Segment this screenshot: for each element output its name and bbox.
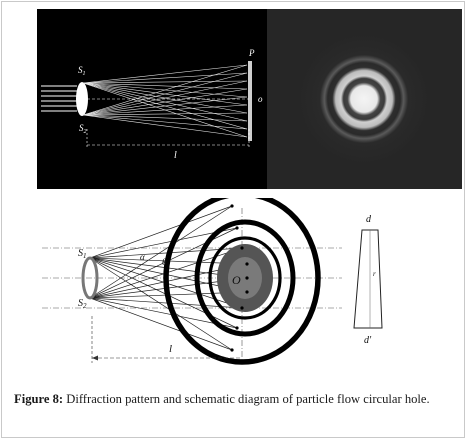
ray-line	[89, 205, 233, 299]
ray-line	[89, 247, 243, 259]
ray-arrowhead	[230, 348, 234, 352]
ray-line	[82, 64, 248, 84]
incoming-rays	[41, 85, 77, 112]
label-l: l	[169, 343, 172, 355]
ray-arrowhead	[245, 276, 249, 280]
diffraction-rays	[82, 64, 248, 138]
ray-arrowhead	[240, 246, 244, 250]
ray-line	[82, 72, 248, 116]
ray-line	[82, 88, 248, 116]
ray-arrowhead	[235, 326, 239, 330]
ray-line	[82, 114, 248, 122]
aperture-lens	[76, 82, 88, 116]
ray-arrowhead	[245, 290, 249, 294]
label-s1: S1	[78, 65, 86, 77]
ring-middle	[194, 219, 296, 337]
ray-line	[82, 82, 248, 90]
ray-line	[82, 64, 248, 116]
screen-p	[248, 61, 252, 141]
ray-line	[82, 72, 248, 84]
bottom-panel: S1 S2 α θ O l d d' r	[42, 198, 383, 365]
ray-arrowhead	[235, 226, 239, 230]
label-o: O	[232, 273, 241, 287]
bright-disk-core	[228, 257, 262, 299]
ray-line	[82, 96, 248, 116]
figure-caption: Figure 8: Diffraction pattern and schema…	[14, 391, 459, 408]
ray-line	[89, 205, 233, 259]
caption-text: Diffraction pattern and schematic diagra…	[63, 392, 430, 406]
ray-line	[82, 80, 248, 84]
ray-arrowhead	[230, 204, 234, 208]
ray-line	[82, 114, 248, 138]
label-p: P	[248, 48, 255, 58]
label-l: l	[174, 150, 177, 161]
label-alpha: α	[140, 252, 145, 262]
label-s2: S2	[78, 298, 87, 310]
ray-line	[89, 297, 238, 329]
label-s2: S2	[79, 123, 87, 135]
ray-arrowhead	[245, 262, 249, 266]
ray-arrowheads	[230, 204, 249, 352]
beam-profile	[353, 229, 383, 329]
aperture-ring	[81, 256, 99, 300]
top-panel: S1 S2 P o l	[37, 9, 462, 189]
caption-label: Figure 8:	[14, 392, 64, 406]
ring-inner	[208, 236, 282, 320]
ray-line	[82, 112, 248, 116]
ring-outer	[163, 198, 321, 365]
diffraction-rings	[298, 33, 430, 165]
ray-line	[82, 104, 248, 116]
ray-line	[82, 114, 248, 130]
label-d-prime: d'	[364, 335, 372, 346]
label-theta: θ	[162, 257, 167, 267]
label-s1: S1	[78, 248, 87, 260]
ray-line	[89, 227, 238, 259]
ray-line	[89, 257, 233, 351]
ray-arrowhead	[240, 306, 244, 310]
label-r: r	[373, 270, 376, 278]
label-o: o	[258, 94, 263, 104]
ray-line	[89, 297, 233, 351]
ray-line	[82, 80, 248, 116]
ray-line	[89, 297, 243, 309]
label-d: d	[366, 214, 372, 225]
